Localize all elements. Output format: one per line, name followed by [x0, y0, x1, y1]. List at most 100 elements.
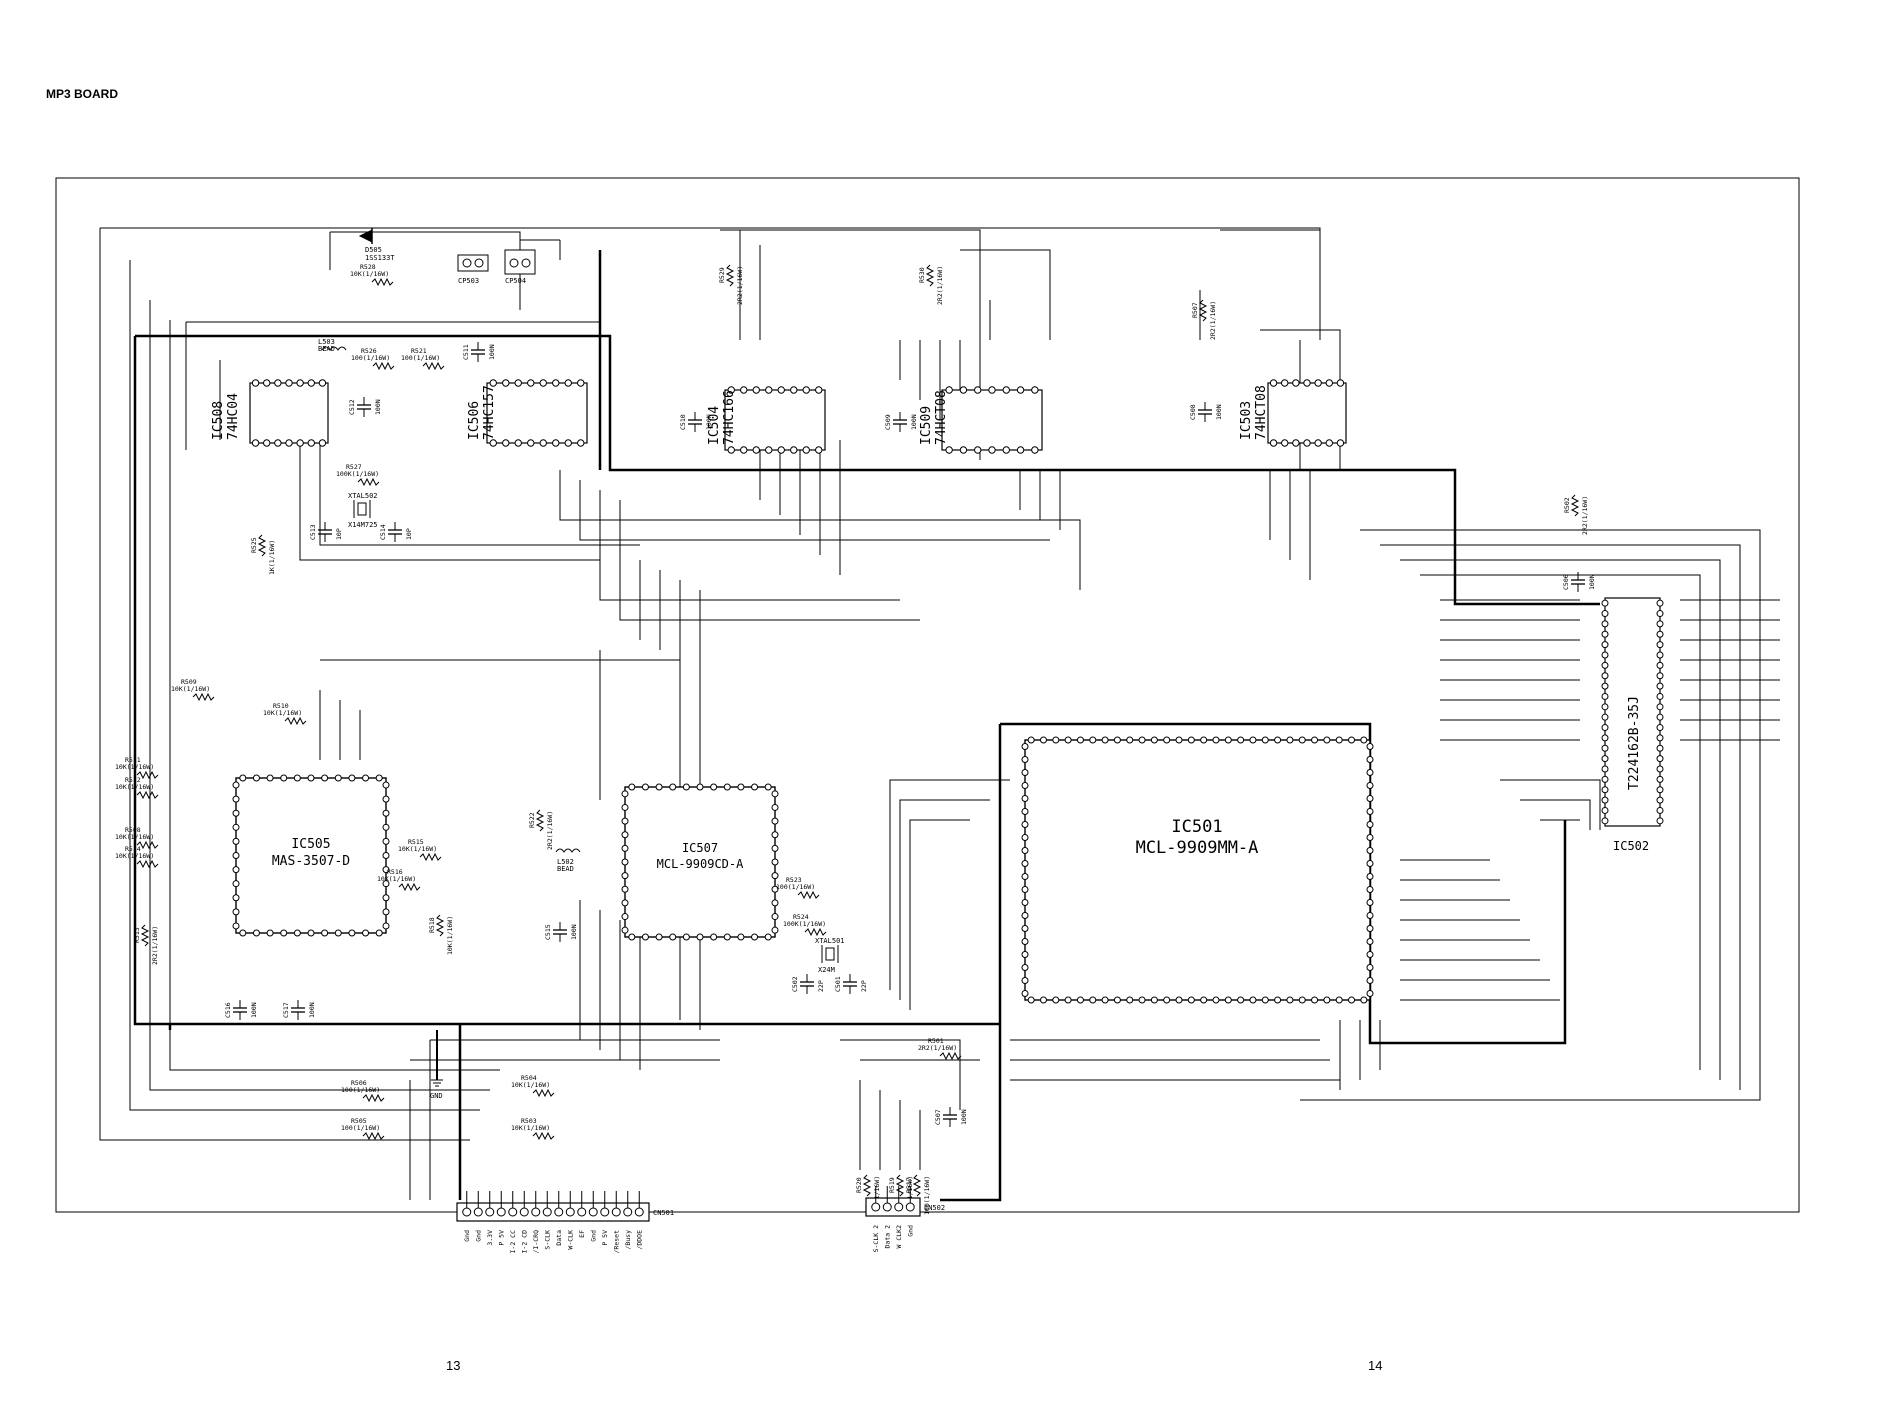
- r504-ref: R504: [521, 1074, 537, 1082]
- c513-ref: C513: [309, 524, 317, 540]
- ic-pin: [1656, 734, 1664, 742]
- ic-pin: [1089, 996, 1097, 1004]
- ic-pin: [771, 831, 779, 839]
- ic-pin: [1366, 938, 1374, 945]
- ic-pin: [1336, 379, 1345, 387]
- connector-pin: [462, 1207, 472, 1217]
- ic-pin: [655, 783, 663, 791]
- ic-pin: [771, 858, 779, 866]
- ic506-ref: IC506: [467, 401, 482, 440]
- ic-pin: [232, 795, 240, 803]
- ic-pin: [1601, 744, 1609, 752]
- ic-pin: [628, 933, 636, 941]
- connector-pin: [600, 1207, 610, 1217]
- cn501-ref: CN501: [653, 1209, 674, 1217]
- ic-pin: [669, 933, 677, 941]
- ic-pin: [1021, 938, 1029, 945]
- ic-pin: [1656, 610, 1664, 618]
- r529-value: 2R2(1/16W): [736, 266, 744, 305]
- ic-pin: [1113, 736, 1121, 744]
- ic-pin: [489, 439, 497, 447]
- r512-value: 10K(1/16W): [115, 783, 154, 791]
- r520-value: 100(1/16W): [873, 1176, 881, 1215]
- cn501-pin-label: W-CLK: [566, 1230, 574, 1250]
- ic-pin: [621, 817, 629, 825]
- c509-value: 100N: [910, 414, 918, 430]
- ic-pin: [1021, 977, 1029, 984]
- d505-ref: D505: [365, 246, 382, 254]
- r509-ref: R509: [181, 678, 197, 686]
- ic-pin: [1366, 834, 1374, 841]
- ic-pin: [1021, 990, 1029, 997]
- ic509-ref: IC509: [919, 406, 934, 445]
- ic-pin: [790, 446, 798, 454]
- ic-pin: [1601, 765, 1609, 773]
- ic502-ref: IC502: [1613, 839, 1649, 853]
- ic-pin: [285, 379, 293, 387]
- ic-pin: [1366, 899, 1374, 906]
- xtal501-ref: XTAL501: [815, 937, 845, 945]
- ic-pin: [727, 386, 735, 394]
- ic-pin: [1187, 996, 1195, 1004]
- r527-ref: R527: [346, 463, 362, 471]
- ic-pin: [765, 446, 773, 454]
- ic-pin: [382, 781, 390, 789]
- connector-pin: [531, 1207, 541, 1217]
- ic-pin: [621, 885, 629, 893]
- ic-pin: [621, 899, 629, 907]
- ic-pin: [752, 446, 760, 454]
- ic-pin: [1656, 817, 1664, 825]
- ic-pin: [1311, 736, 1319, 744]
- ic-pin: [1021, 834, 1029, 841]
- ic502-part: T224162B-35J: [1627, 696, 1642, 790]
- r523-value: 100(1/16W): [776, 883, 815, 891]
- ic-pin: [1601, 610, 1609, 618]
- ic-pin: [723, 933, 731, 941]
- ic-pin: [375, 929, 383, 937]
- r512-ref: R512: [125, 776, 141, 784]
- r517-value: 100(1/16W): [923, 1176, 931, 1215]
- ic-pin: [1101, 736, 1109, 744]
- r510-value: 10K(1/16W): [263, 709, 302, 717]
- ic-pin: [1021, 964, 1029, 971]
- c511-ref: C511: [462, 344, 470, 360]
- ic-pin: [252, 774, 260, 782]
- ic-pin: [1224, 736, 1232, 744]
- r506-ref: R506: [351, 1079, 367, 1087]
- ic-pin: [641, 783, 649, 791]
- cn501-pin-label: /Reset: [612, 1230, 620, 1254]
- ic-pin: [771, 817, 779, 825]
- ic-pin: [1601, 703, 1609, 711]
- r522-value: 2R2(1/16W): [546, 811, 554, 850]
- ic-pin: [1274, 736, 1282, 744]
- ic-pin: [1366, 795, 1374, 802]
- crystal-xtal502: XTAL502 X14M725: [348, 492, 378, 529]
- ic-pin: [621, 803, 629, 811]
- ic-pin: [988, 446, 996, 454]
- c514-ref: C514: [379, 524, 387, 540]
- ic-pin: [293, 929, 301, 937]
- connector-pin: [894, 1202, 904, 1212]
- r503-ref: R503: [521, 1117, 537, 1125]
- ic-pin: [263, 439, 271, 447]
- ic-pin: [621, 844, 629, 852]
- ic-pin: [771, 844, 779, 852]
- xtal502-ref: XTAL502: [348, 492, 378, 500]
- ic-pin: [1150, 996, 1158, 1004]
- r501-value: 2R2(1/16W): [918, 1044, 957, 1052]
- c510-value: 100N: [705, 414, 713, 430]
